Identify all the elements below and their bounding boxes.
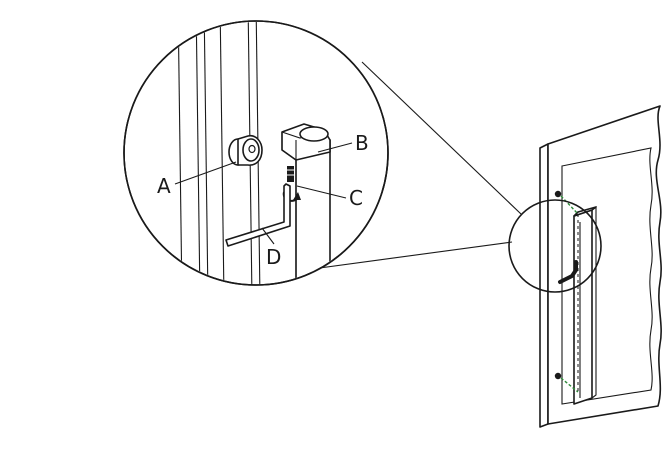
- top-screw-icon: [554, 190, 562, 198]
- magnified-detail: [123, 20, 389, 286]
- callout-label-b: B: [355, 131, 369, 155]
- screw-markers: [554, 190, 579, 393]
- callout-label-c: C: [349, 186, 363, 210]
- bottom-screw-icon: [554, 372, 562, 380]
- mounting-screw-icon: [228, 134, 263, 166]
- door-hex-key-icon: [558, 260, 578, 284]
- callout-label-d: D: [266, 245, 281, 269]
- callout-leaders: [174, 142, 353, 245]
- door-handle: [573, 205, 597, 405]
- callout-label-a: A: [157, 174, 171, 198]
- set-screw-icon: [287, 166, 294, 182]
- small-detail-circle: [508, 199, 602, 293]
- zoom-connector-lines: [289, 61, 522, 273]
